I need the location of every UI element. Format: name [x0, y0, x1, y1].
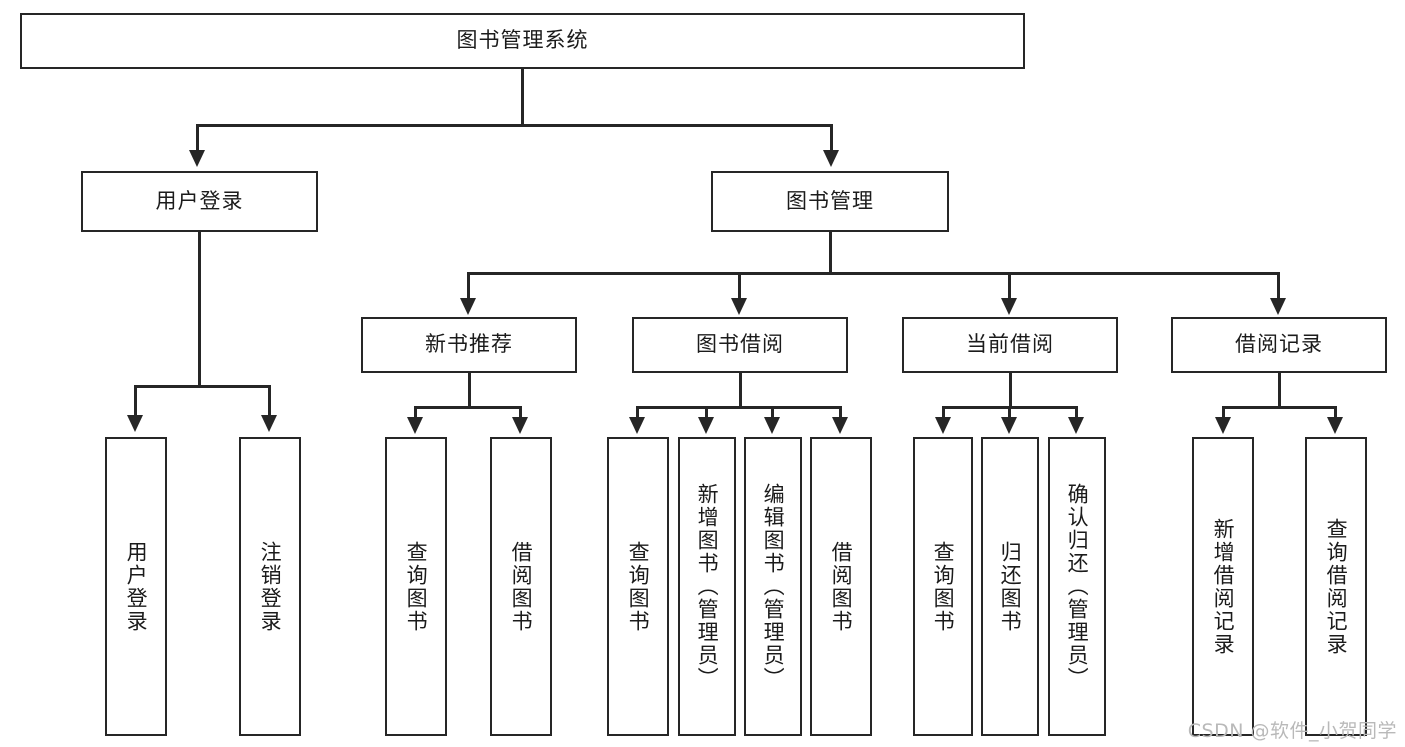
- node-leaf-confirm-return[interactable]: 确认归还（管理员）: [1048, 437, 1106, 736]
- arrow-book-manage-child-2: [731, 298, 747, 315]
- connector-user-login-drop-1: [134, 385, 137, 417]
- node-leaf-query-record-label: 查询借阅记录: [1324, 517, 1349, 656]
- connector-book-manage-drop-3: [1008, 272, 1011, 300]
- node-current-borrow-label: 当前借阅: [966, 332, 1054, 357]
- node-book-borrow[interactable]: 图书借阅: [632, 317, 848, 373]
- connector-book-borrow-bus: [636, 406, 842, 409]
- connector-user-login-bus: [134, 385, 271, 388]
- connector-new-book-stem: [468, 373, 471, 406]
- connector-borrow-record-stem: [1278, 373, 1281, 406]
- connector-book-borrow-stem: [739, 373, 742, 406]
- node-root[interactable]: 图书管理系统: [20, 13, 1025, 69]
- connector-root-bus: [196, 124, 833, 127]
- node-leaf-edit-book-label: 编辑图书（管理员）: [761, 483, 786, 690]
- node-borrow-record[interactable]: 借阅记录: [1171, 317, 1387, 373]
- node-leaf-query-book-1[interactable]: 查询图书: [385, 437, 447, 736]
- connector-user-login-stem: [198, 232, 201, 385]
- node-book-borrow-label: 图书借阅: [696, 332, 784, 357]
- node-leaf-user-login[interactable]: 用户登录: [105, 437, 167, 736]
- node-book-manage-label: 图书管理: [786, 188, 874, 213]
- connector-book-borrow-drop-2: [705, 406, 708, 419]
- node-leaf-borrow-book-1-label: 借阅图书: [509, 540, 534, 633]
- node-leaf-borrow-book-1[interactable]: 借阅图书: [490, 437, 552, 736]
- connector-book-manage-drop-2: [738, 272, 741, 300]
- node-leaf-add-record-label: 新增借阅记录: [1211, 517, 1236, 656]
- arrow-book-borrow-leaf-1: [629, 417, 645, 434]
- arrow-user-login-leaf-2: [261, 415, 277, 432]
- node-borrow-record-label: 借阅记录: [1235, 332, 1323, 357]
- connector-current-borrow-drop-2: [1008, 406, 1011, 419]
- node-leaf-borrow-book-2[interactable]: 借阅图书: [810, 437, 872, 736]
- node-leaf-return-book-label: 归还图书: [998, 540, 1023, 633]
- connector-book-manage-bus: [467, 272, 1279, 275]
- node-leaf-user-login-label: 用户登录: [124, 540, 149, 633]
- node-book-manage[interactable]: 图书管理: [711, 171, 949, 232]
- connector-borrow-record-drop-2: [1334, 406, 1337, 419]
- arrow-current-borrow-leaf-2: [1001, 417, 1017, 434]
- arrow-root-to-user-login: [189, 150, 205, 167]
- arrow-book-manage-child-1: [460, 298, 476, 315]
- connector-root-stem: [521, 69, 524, 124]
- arrow-book-manage-child-3: [1001, 298, 1017, 315]
- node-leaf-add-book[interactable]: 新增图书（管理员）: [678, 437, 736, 736]
- node-leaf-query-book-2-label: 查询图书: [626, 540, 651, 633]
- node-leaf-query-book-1-label: 查询图书: [404, 540, 429, 633]
- node-leaf-edit-book[interactable]: 编辑图书（管理员）: [744, 437, 802, 736]
- connector-new-book-drop-1: [414, 406, 417, 419]
- connector-book-manage-drop-1: [467, 272, 470, 300]
- connector-borrow-record-bus: [1222, 406, 1337, 409]
- node-leaf-borrow-book-2-label: 借阅图书: [829, 540, 854, 633]
- node-leaf-user-logout-label: 注销登录: [258, 540, 283, 633]
- node-new-book-recommend-label: 新书推荐: [425, 332, 513, 357]
- arrow-current-borrow-leaf-1: [935, 417, 951, 434]
- node-leaf-query-book-2[interactable]: 查询图书: [607, 437, 669, 736]
- node-leaf-add-record[interactable]: 新增借阅记录: [1192, 437, 1254, 736]
- arrow-book-manage-child-4: [1270, 298, 1286, 315]
- node-user-login-label: 用户登录: [155, 188, 244, 213]
- connector-new-book-drop-2: [519, 406, 522, 419]
- connector-book-borrow-drop-3: [771, 406, 774, 419]
- arrow-user-login-leaf-1: [127, 415, 143, 432]
- node-root-label: 图书管理系统: [456, 28, 589, 53]
- node-leaf-query-record[interactable]: 查询借阅记录: [1305, 437, 1367, 736]
- connector-book-manage-stem: [829, 232, 832, 272]
- connector-book-borrow-drop-4: [839, 406, 842, 419]
- connector-new-book-bus: [414, 406, 522, 409]
- connector-root-to-book-manage: [830, 124, 833, 152]
- connector-user-login-drop-2: [268, 385, 271, 417]
- connector-book-manage-drop-4: [1277, 272, 1280, 300]
- arrow-book-borrow-leaf-2: [698, 417, 714, 434]
- connector-current-borrow-stem: [1009, 373, 1012, 406]
- connector-current-borrow-drop-1: [942, 406, 945, 419]
- node-leaf-user-logout[interactable]: 注销登录: [239, 437, 301, 736]
- connector-root-to-user-login: [196, 124, 199, 152]
- arrow-new-book-leaf-1: [407, 417, 423, 434]
- connector-book-borrow-drop-1: [636, 406, 639, 419]
- arrow-book-borrow-leaf-3: [764, 417, 780, 434]
- node-current-borrow[interactable]: 当前借阅: [902, 317, 1118, 373]
- node-leaf-confirm-return-label: 确认归还（管理员）: [1065, 483, 1090, 690]
- connector-current-borrow-drop-3: [1075, 406, 1078, 419]
- arrow-root-to-book-manage: [823, 150, 839, 167]
- arrow-book-borrow-leaf-4: [832, 417, 848, 434]
- node-leaf-query-book-3[interactable]: 查询图书: [913, 437, 973, 736]
- node-leaf-query-book-3-label: 查询图书: [931, 540, 956, 633]
- arrow-borrow-record-leaf-1: [1215, 417, 1231, 434]
- arrow-new-book-leaf-2: [512, 417, 528, 434]
- csdn-watermark: CSDN @软件_小贺同学: [1187, 720, 1397, 742]
- node-leaf-add-book-label: 新增图书（管理员）: [695, 483, 720, 690]
- node-user-login[interactable]: 用户登录: [81, 171, 318, 232]
- arrow-borrow-record-leaf-2: [1327, 417, 1343, 434]
- arrow-current-borrow-leaf-3: [1068, 417, 1084, 434]
- connector-borrow-record-drop-1: [1222, 406, 1225, 419]
- node-new-book-recommend[interactable]: 新书推荐: [361, 317, 577, 373]
- node-leaf-return-book[interactable]: 归还图书: [981, 437, 1039, 736]
